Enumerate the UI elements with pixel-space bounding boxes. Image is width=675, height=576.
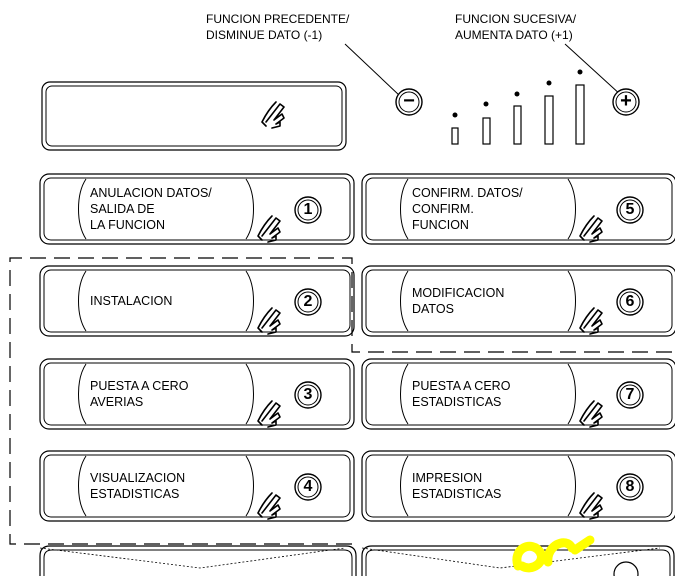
function-key-4-label: ESTADISTICAS	[90, 487, 180, 501]
hand-press-icon	[579, 400, 603, 428]
plus-label-line1: FUNCION SUCESIVA/	[455, 12, 577, 26]
function-key-8-number: 8	[625, 478, 635, 495]
plus-icon[interactable]: +	[620, 90, 632, 112]
hand-press-icon	[257, 215, 281, 243]
function-key-1[interactable]	[39, 173, 355, 245]
function-key-8[interactable]	[361, 450, 675, 522]
function-key-2-label: INSTALACION	[90, 294, 173, 308]
function-key-6-label: DATOS	[412, 302, 454, 316]
function-key-7[interactable]	[361, 358, 675, 430]
hand-press-icon	[257, 400, 281, 428]
hand-press-icon	[257, 307, 281, 335]
dashed-group-outline	[9, 257, 672, 545]
function-key-1-number: 1	[303, 201, 313, 218]
function-key-1-label: ANULACION DATOS/	[90, 186, 212, 200]
function-key-5-number: 5	[625, 201, 635, 218]
function-key-2[interactable]	[39, 265, 355, 337]
function-key-5[interactable]	[361, 173, 675, 245]
hand-press-icon	[261, 101, 285, 129]
function-key-8-label: ESTADISTICAS	[412, 487, 502, 501]
function-key-5-label: CONFIRM. DATOS/	[412, 186, 523, 200]
function-key-3-number: 3	[303, 386, 313, 403]
yellow-watermark	[512, 535, 595, 573]
minus-key[interactable]	[395, 88, 423, 116]
hand-press-icon	[257, 492, 281, 520]
minus-label-line2: DISMINUE DATO (-1)	[206, 28, 323, 42]
plus-label-line2: AUMENTA DATO (+1)	[455, 28, 573, 42]
hand-press-icon	[579, 492, 603, 520]
function-key-5-label: CONFIRM.	[412, 202, 474, 216]
hand-press-icon	[579, 215, 603, 243]
display-window	[41, 81, 347, 151]
minus-leader-line	[344, 43, 401, 97]
function-key-4-number: 4	[303, 478, 313, 495]
signal-level-icon	[451, 69, 585, 145]
function-key-1-label: LA FUNCION	[90, 218, 166, 232]
function-key-6-label: MODIFICACION	[412, 286, 505, 300]
function-key-7-label: PUESTA A CERO	[412, 379, 511, 393]
plus-key[interactable]	[612, 88, 640, 116]
function-key-8-label: IMPRESION	[412, 471, 483, 485]
function-key-4-label: VISUALIZACION	[90, 471, 186, 485]
function-key-1-label: SALIDA DE	[90, 202, 155, 216]
hand-press-icon	[579, 307, 603, 335]
function-key-5-label: FUNCION	[412, 218, 469, 232]
function-key-4[interactable]	[39, 450, 355, 522]
function-key-6[interactable]	[361, 265, 675, 337]
function-key-6-number: 6	[625, 293, 635, 310]
function-key-3[interactable]	[39, 358, 355, 430]
function-key-3-label: AVERIAS	[90, 395, 144, 409]
function-key-2-number: 2	[303, 293, 313, 310]
function-key-3-label: PUESTA A CERO	[90, 379, 189, 393]
plus-leader-line	[564, 43, 623, 97]
minus-label-line1: FUNCION PRECEDENTE/	[206, 12, 350, 26]
minus-icon[interactable]: −	[403, 90, 415, 112]
function-key-7-label: ESTADISTICAS	[412, 395, 502, 409]
function-key-7-number: 7	[625, 386, 635, 403]
